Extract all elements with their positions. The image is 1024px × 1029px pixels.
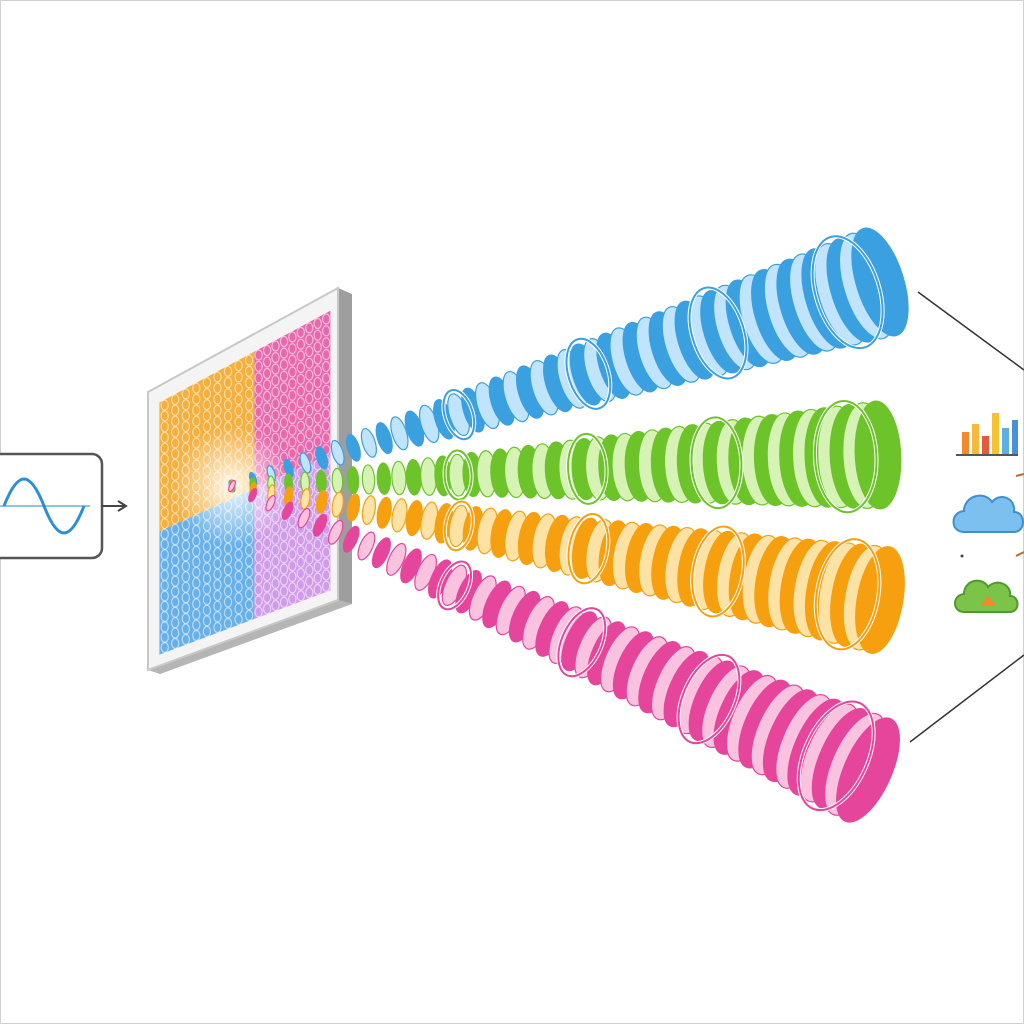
upper-connector-line <box>918 292 1024 370</box>
lower-connector-line <box>910 655 1024 742</box>
cloud-icon <box>954 496 1024 532</box>
green-beam-segment <box>406 459 422 495</box>
orange-beam-segment <box>360 495 377 526</box>
green-beam-segment <box>391 461 407 495</box>
recycle-cloud-icon <box>955 581 1018 612</box>
bar-chart-icon <box>956 413 1018 455</box>
output-group <box>910 292 1024 742</box>
green-beam-segment <box>376 463 391 495</box>
signal-input-block <box>0 454 126 558</box>
orange-beam-segment <box>375 496 393 529</box>
green-beam-segment <box>362 465 376 495</box>
